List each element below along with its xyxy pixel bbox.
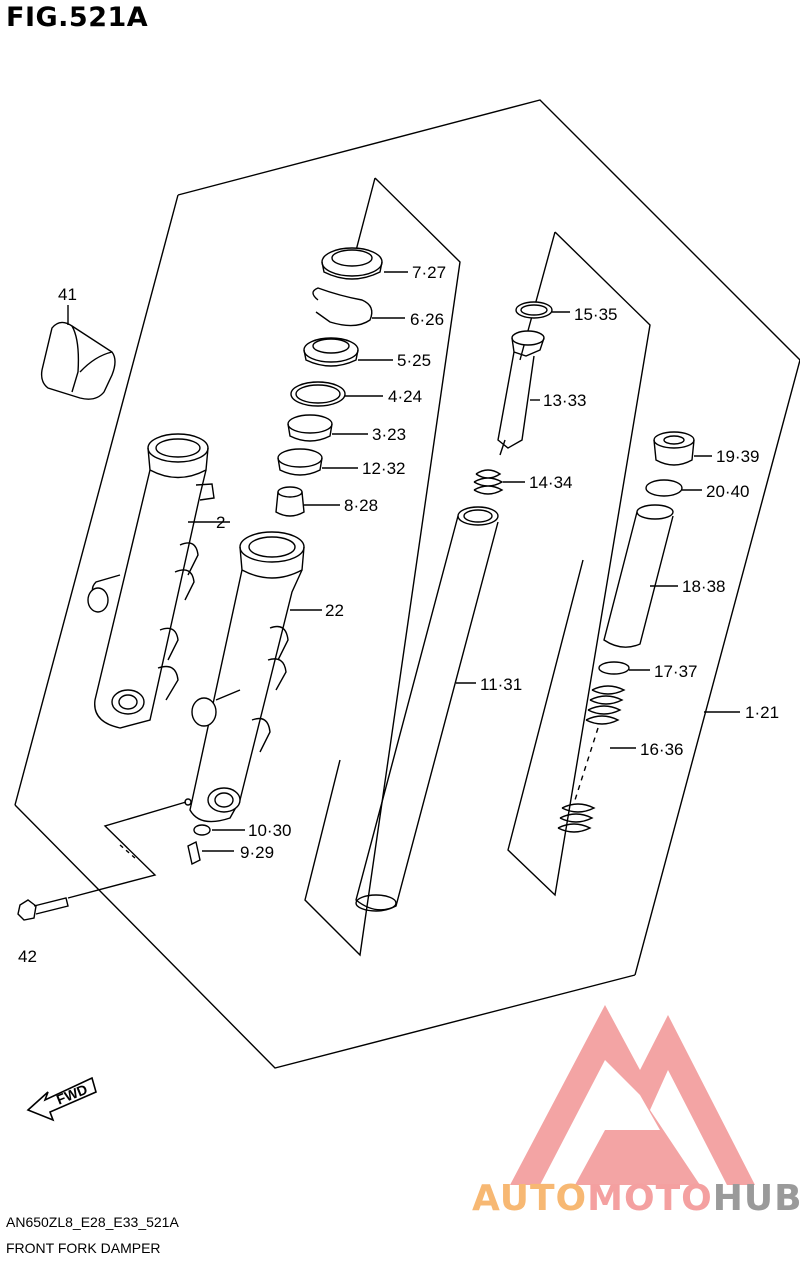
- fwd-label: FWD: [54, 1081, 90, 1108]
- fwd-arrow-icon: [26, 1076, 97, 1122]
- callout-11-31: 11·31: [480, 675, 522, 694]
- callout-12-32: 12·32: [362, 459, 405, 478]
- outer-tube-2: [87, 433, 230, 729]
- callout-41: 41: [58, 285, 77, 304]
- callout-17-37: 17·37: [654, 662, 697, 681]
- figure-name: FRONT FORK DAMPER: [6, 1240, 161, 1256]
- spring-stack: [557, 431, 740, 833]
- callout-13-33: 13·33: [543, 391, 586, 410]
- leader-42-dash: [119, 844, 136, 859]
- callout-19-39: 19·39: [716, 447, 759, 466]
- callout-9-29: 9·29: [240, 843, 274, 862]
- frame-spring: [507, 231, 651, 897]
- frame-damper: [304, 177, 461, 957]
- callout-15-35: 15·35: [574, 305, 617, 324]
- callout-3-23: 3·23: [372, 425, 406, 444]
- leader-42: [67, 801, 187, 899]
- frame-main-bottom: [14, 194, 179, 806]
- callout-6-26: 6·26: [410, 310, 444, 329]
- watermark-text: AUTOMOTOHUB: [472, 1178, 800, 1219]
- callout-2: 2: [216, 513, 225, 532]
- watermark-part-moto: MOTO: [587, 1178, 713, 1219]
- watermark-part-auto: AUTO: [472, 1178, 588, 1219]
- frame-main-base: [14, 804, 636, 1069]
- callout-22: 22: [325, 601, 344, 620]
- callout-16-36: 16·36: [640, 740, 683, 759]
- frame-main-right: [634, 359, 800, 976]
- callout-14-34: 14·34: [529, 473, 572, 492]
- bolt-9-washer-10: [187, 824, 245, 866]
- callout-7-27: 7·27: [412, 263, 446, 282]
- seal-stack: [275, 247, 408, 517]
- callout-10-30: 10·30: [248, 821, 291, 840]
- callout-18-38: 18·38: [682, 577, 725, 596]
- outer-tube-22: [184, 531, 322, 823]
- callout-4-24: 4·24: [388, 387, 422, 406]
- inner-tube-11: [355, 506, 499, 912]
- callout-1-21: 1·21: [745, 703, 779, 722]
- callout-8-28: 8·28: [344, 496, 378, 515]
- guard-41: [40, 305, 116, 400]
- callout-5-25: 5·25: [397, 351, 431, 370]
- frame-main: [177, 99, 800, 361]
- watermark-part-hub: HUB: [712, 1178, 800, 1219]
- callout-20-40: 20·40: [706, 482, 749, 501]
- cartridge-13: [473, 301, 570, 495]
- bolt-42: [17, 897, 69, 921]
- watermark-logo: [510, 1005, 755, 1185]
- figure-title: FIG.521A: [6, 2, 149, 33]
- figure-code: AN650ZL8_E28_E33_521A: [6, 1214, 179, 1230]
- callout-42: 42: [18, 947, 37, 966]
